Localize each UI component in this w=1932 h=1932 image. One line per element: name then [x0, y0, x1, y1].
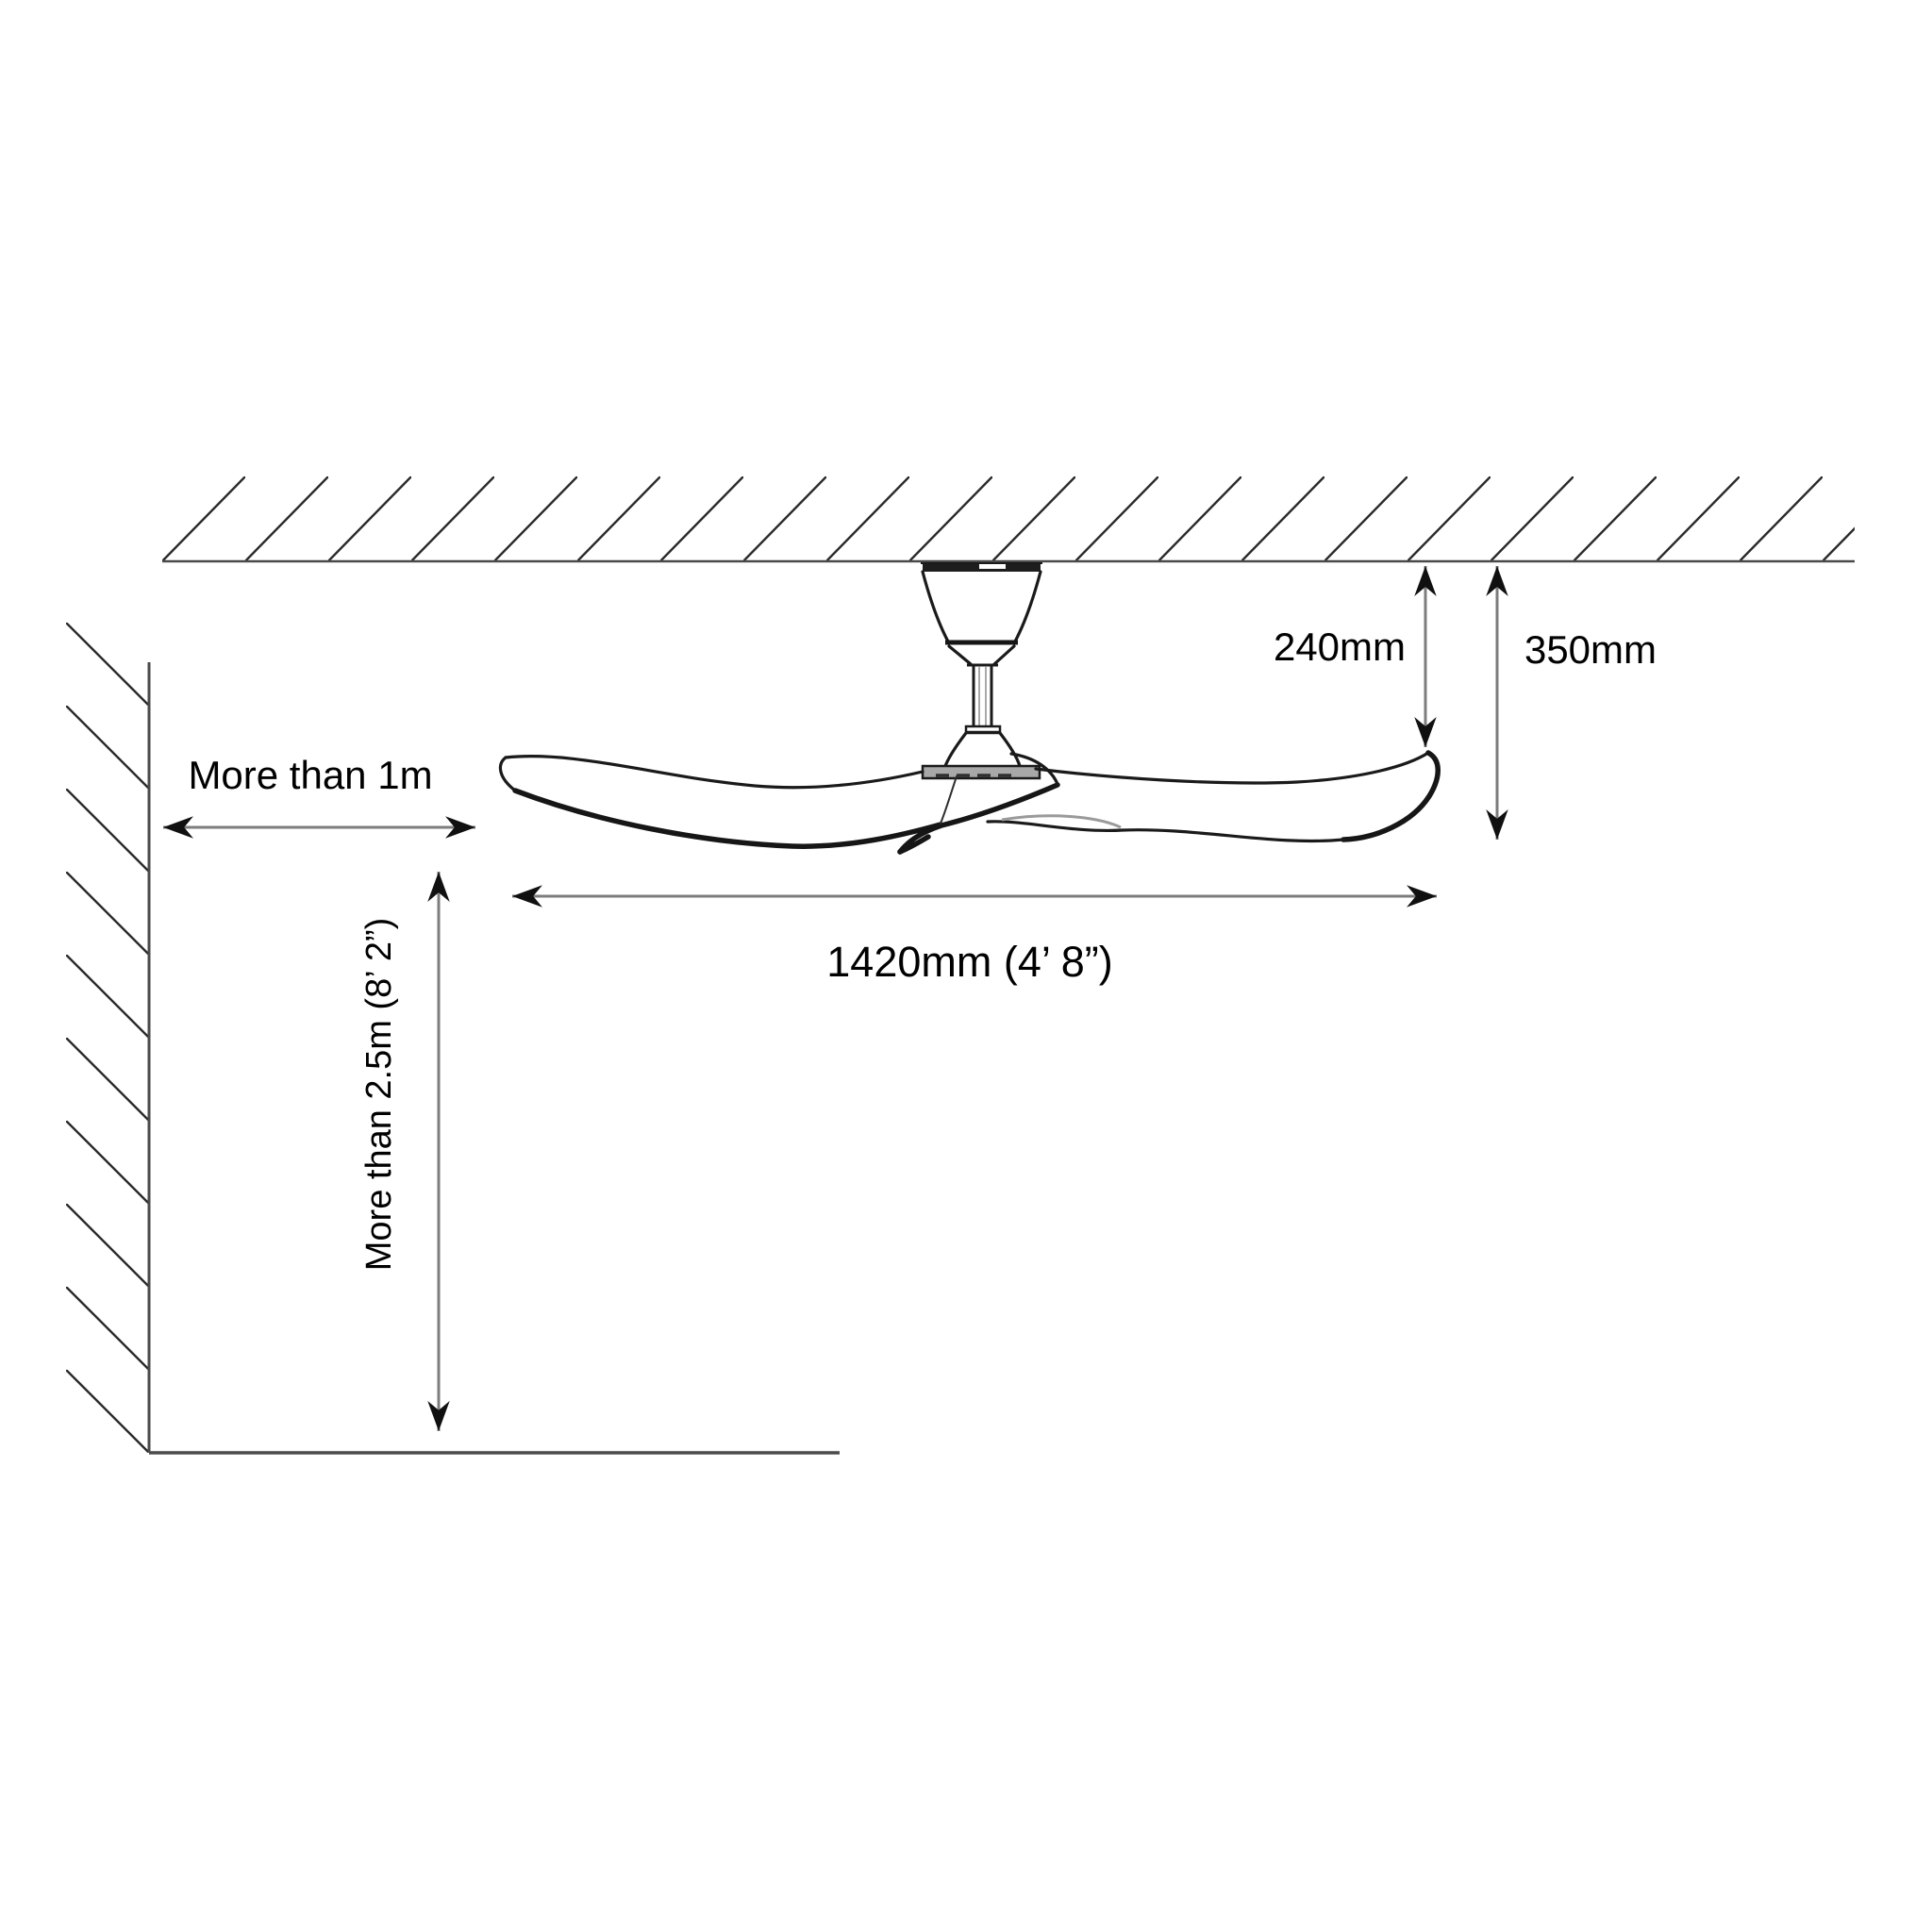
ceiling-fan	[498, 562, 1441, 855]
wall	[66, 623, 151, 1453]
dim-label-wall-clearance: More than 1m	[188, 753, 432, 797]
fan-downrod	[964, 666, 1002, 734]
wall-hatch	[66, 623, 149, 1453]
fan-motor-housing	[921, 731, 1041, 780]
left-blade	[504, 755, 924, 790]
fan-canopy	[921, 570, 1042, 667]
ceiling-hatch	[162, 476, 1855, 561]
ceiling	[162, 476, 1855, 563]
fan-mount-plate	[921, 562, 1042, 572]
dim-label-floor-clearance: More than 2.5m (8’ 2”)	[359, 918, 399, 1272]
front-blade	[897, 782, 1060, 855]
dim-label-blade-sweep: 1420mm (4’ 8”)	[826, 938, 1112, 986]
right-blade	[1034, 751, 1430, 785]
dim-label-240mm: 240mm	[1274, 625, 1406, 669]
dim-label-350mm: 350mm	[1524, 627, 1657, 672]
dimensions: 240mm 350mm 1420mm (4’ 8”) More than 1m …	[163, 566, 1657, 1431]
fan-blades	[498, 750, 1441, 855]
